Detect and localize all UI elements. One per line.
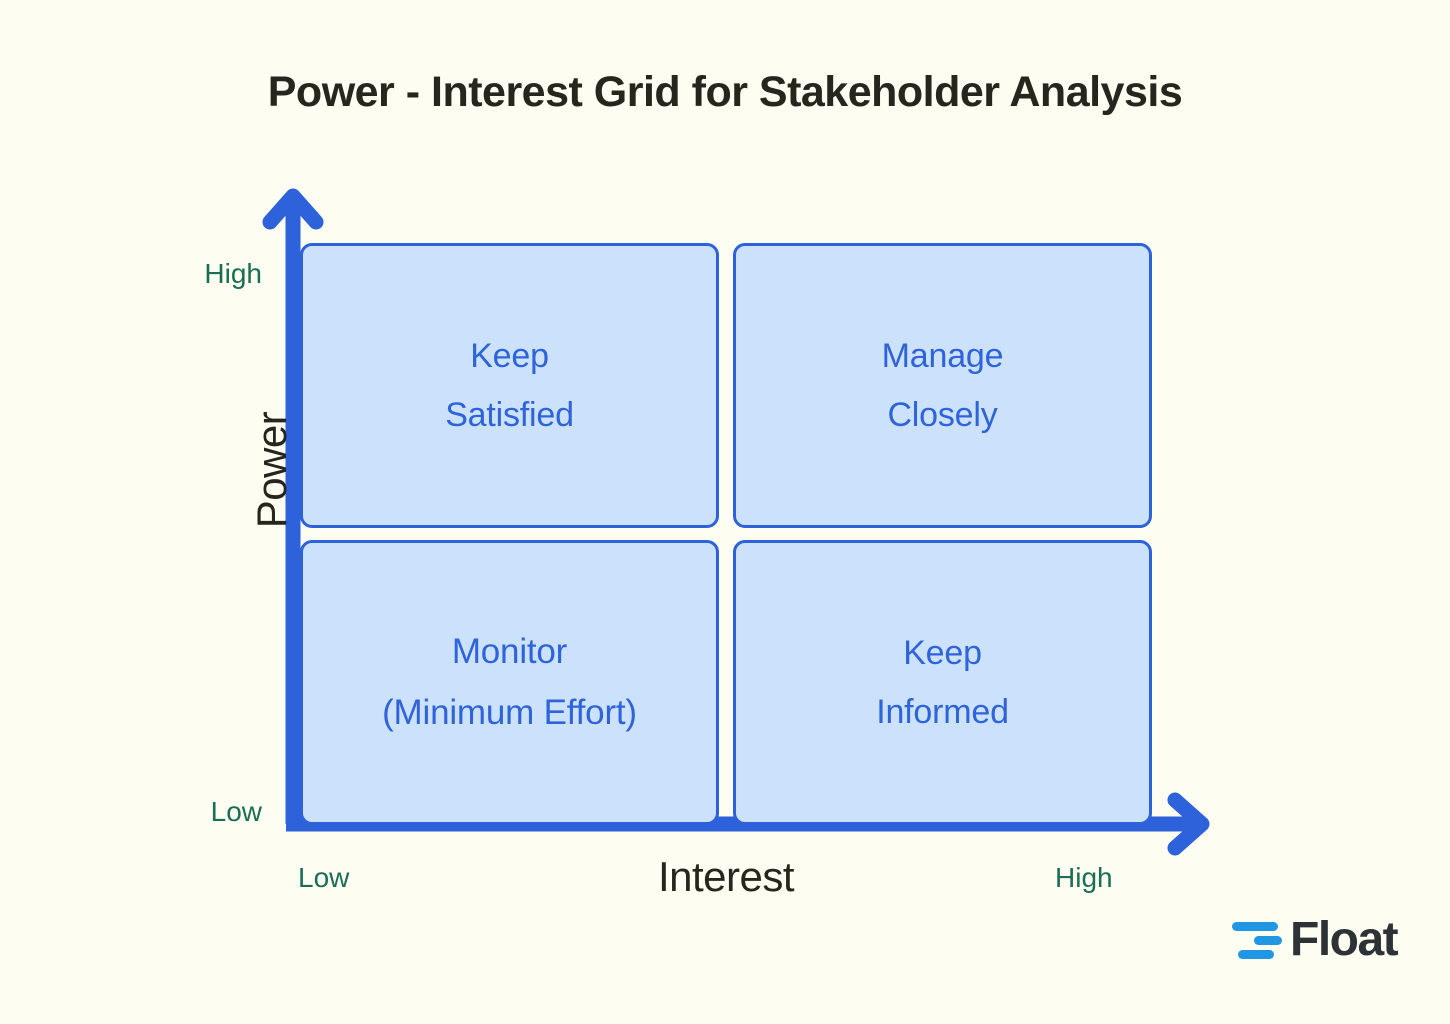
quadrant-label: Keep Satisfied	[445, 337, 574, 434]
y-axis-tick-high: High	[204, 258, 262, 289]
x-axis-title: Interest	[657, 853, 795, 900]
quadrant-monitor-minimum-effort[interactable]: Monitor (Minimum Effort)	[300, 540, 719, 825]
page-title: Power - Interest Grid for Stakeholder An…	[267, 68, 1183, 116]
quadrant-keep-satisfied[interactable]: Keep Satisfied	[300, 243, 719, 528]
quadrant-grid: Keep Satisfied Manage Closely Monitor (M…	[300, 243, 1152, 825]
x-axis-arrow-icon	[1167, 792, 1210, 856]
quadrant-keep-informed[interactable]: Keep Informed	[733, 540, 1152, 825]
float-logo: Float	[1232, 912, 1399, 968]
quadrant-label: Keep Informed	[876, 634, 1009, 731]
y-axis-title: Power	[248, 411, 295, 529]
float-bars-icon	[1232, 918, 1282, 962]
logo-bar-top	[1232, 921, 1278, 931]
quadrant-label: Monitor (Minimum Effort)	[382, 632, 637, 732]
logo-bar-middle	[1254, 935, 1282, 945]
quadrant-label: Manage Closely	[881, 337, 1004, 434]
y-axis-arrow-icon	[262, 188, 324, 230]
x-axis-tick-high: High	[1055, 862, 1113, 893]
brand-name: Float	[1290, 913, 1399, 966]
x-axis-tick-low: Low	[298, 862, 350, 893]
logo-bar-bottom	[1238, 949, 1274, 959]
y-axis-tick-low: Low	[210, 796, 262, 827]
quadrant-manage-closely[interactable]: Manage Closely	[733, 243, 1152, 528]
